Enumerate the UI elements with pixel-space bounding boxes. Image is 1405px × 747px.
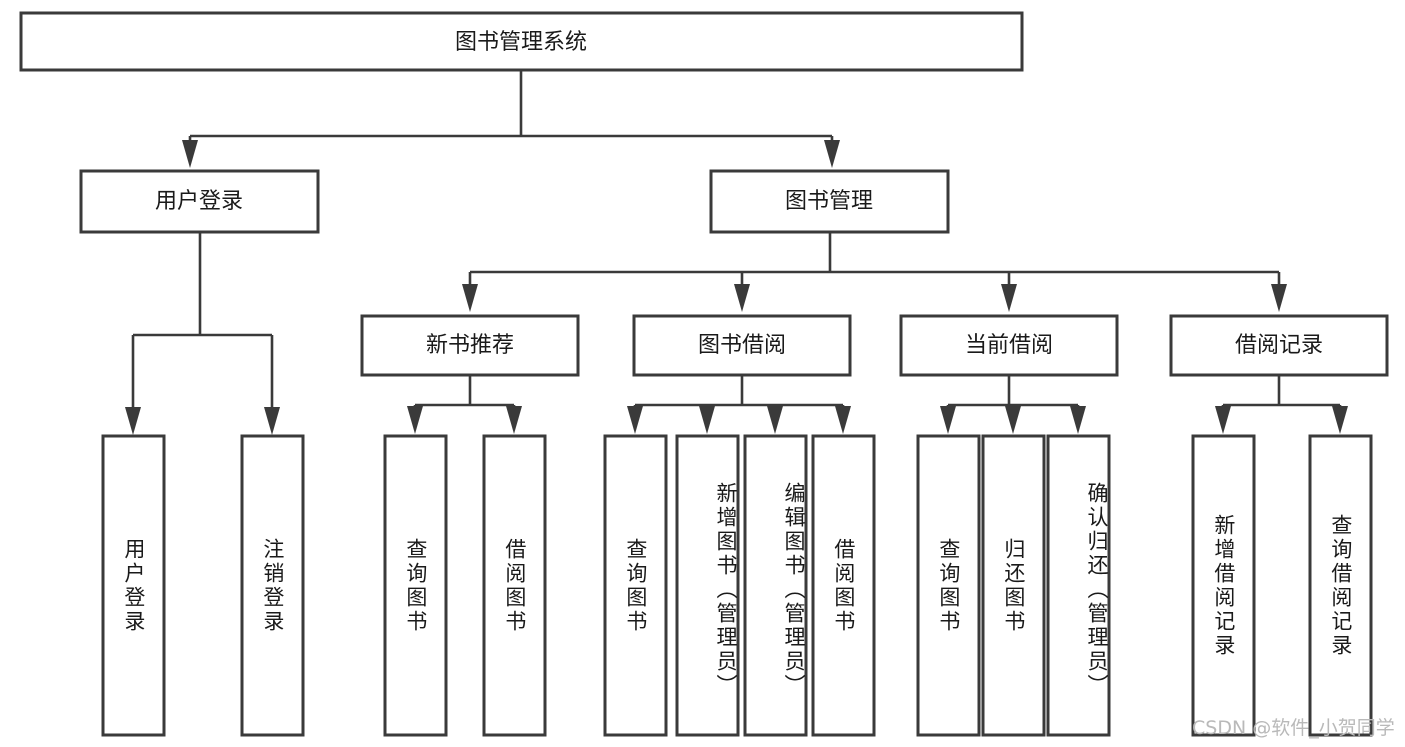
arrow-head-icon <box>940 406 956 434</box>
arrow-head-icon <box>1070 406 1086 434</box>
arrow-head-icon <box>1001 284 1017 312</box>
node-label-book-management: 图书管理 <box>785 189 873 214</box>
node-box-borrow-record[interactable] <box>1169 314 1389 377</box>
node-box-book-borrow[interactable] <box>632 314 852 377</box>
node-box-leaf-borrow-record-1[interactable] <box>1191 434 1256 737</box>
arrow-head-icon <box>407 406 423 434</box>
connectors-borrowrecord-to-leaves <box>1215 375 1348 434</box>
node-label-root: 图书管理系统 <box>455 30 587 55</box>
node-box-leaf-book-borrow-4[interactable] <box>811 434 876 737</box>
arrow-head-icon <box>1332 406 1348 434</box>
arrow-head-icon <box>824 140 840 168</box>
node-box-new-book-recommend[interactable] <box>360 314 580 377</box>
arrow-head-icon <box>699 406 715 434</box>
arrow-head-icon <box>506 406 522 434</box>
connectors-root-to-level2 <box>182 70 840 168</box>
node-box-leaf-current-borrow-1[interactable] <box>916 434 981 737</box>
arrow-head-icon <box>264 407 280 435</box>
watermark-text: CSDN @软件_小贺同学 <box>1192 717 1395 739</box>
node-box-leaf-book-borrow-3[interactable] <box>743 434 808 737</box>
arrow-head-icon <box>835 406 851 434</box>
node-label-borrow-record: 借阅记录 <box>1235 333 1323 358</box>
connectors-newbook-to-leaves <box>407 375 522 434</box>
connectors-currentborrow-to-leaves <box>940 375 1086 434</box>
node-box-leaf-book-borrow-2[interactable] <box>675 434 740 737</box>
arrow-head-icon <box>1005 406 1021 434</box>
node-label-new-book-recommend: 新书推荐 <box>426 333 514 358</box>
connectors-bookborrow-to-leaves <box>627 375 851 434</box>
connectors-bookmgmt-to-level3 <box>462 232 1287 312</box>
arrow-head-icon <box>767 406 783 434</box>
node-box-leaf-new-book-2[interactable] <box>482 434 547 737</box>
arrow-head-icon <box>627 406 643 434</box>
node-box-current-borrow[interactable] <box>899 314 1119 377</box>
connectors-userlogin-to-leaves <box>125 232 280 435</box>
arrow-head-icon <box>182 140 198 168</box>
node-box-leaf-borrow-record-2[interactable] <box>1308 434 1373 737</box>
node-label-user-login: 用户登录 <box>155 189 243 214</box>
arrow-head-icon <box>462 284 478 312</box>
node-box-leaf-user-login-2[interactable] <box>240 434 305 737</box>
node-box-leaf-current-borrow-3[interactable] <box>1046 434 1111 737</box>
arrow-head-icon <box>1215 406 1231 434</box>
node-box-leaf-book-borrow-1[interactable] <box>603 434 668 737</box>
node-box-leaf-user-login-1[interactable] <box>101 434 166 737</box>
node-label-current-borrow: 当前借阅 <box>965 333 1053 358</box>
arrow-head-icon <box>734 284 750 312</box>
node-box-root[interactable] <box>19 11 1024 72</box>
node-box-leaf-current-borrow-2[interactable] <box>981 434 1046 737</box>
arrow-head-icon <box>125 407 141 435</box>
arrow-head-icon <box>1271 284 1287 312</box>
node-box-book-management[interactable] <box>709 169 950 234</box>
node-label-book-borrow: 图书借阅 <box>698 333 786 358</box>
node-box-leaf-new-book-1[interactable] <box>383 434 448 737</box>
node-box-user-login[interactable] <box>79 169 320 234</box>
